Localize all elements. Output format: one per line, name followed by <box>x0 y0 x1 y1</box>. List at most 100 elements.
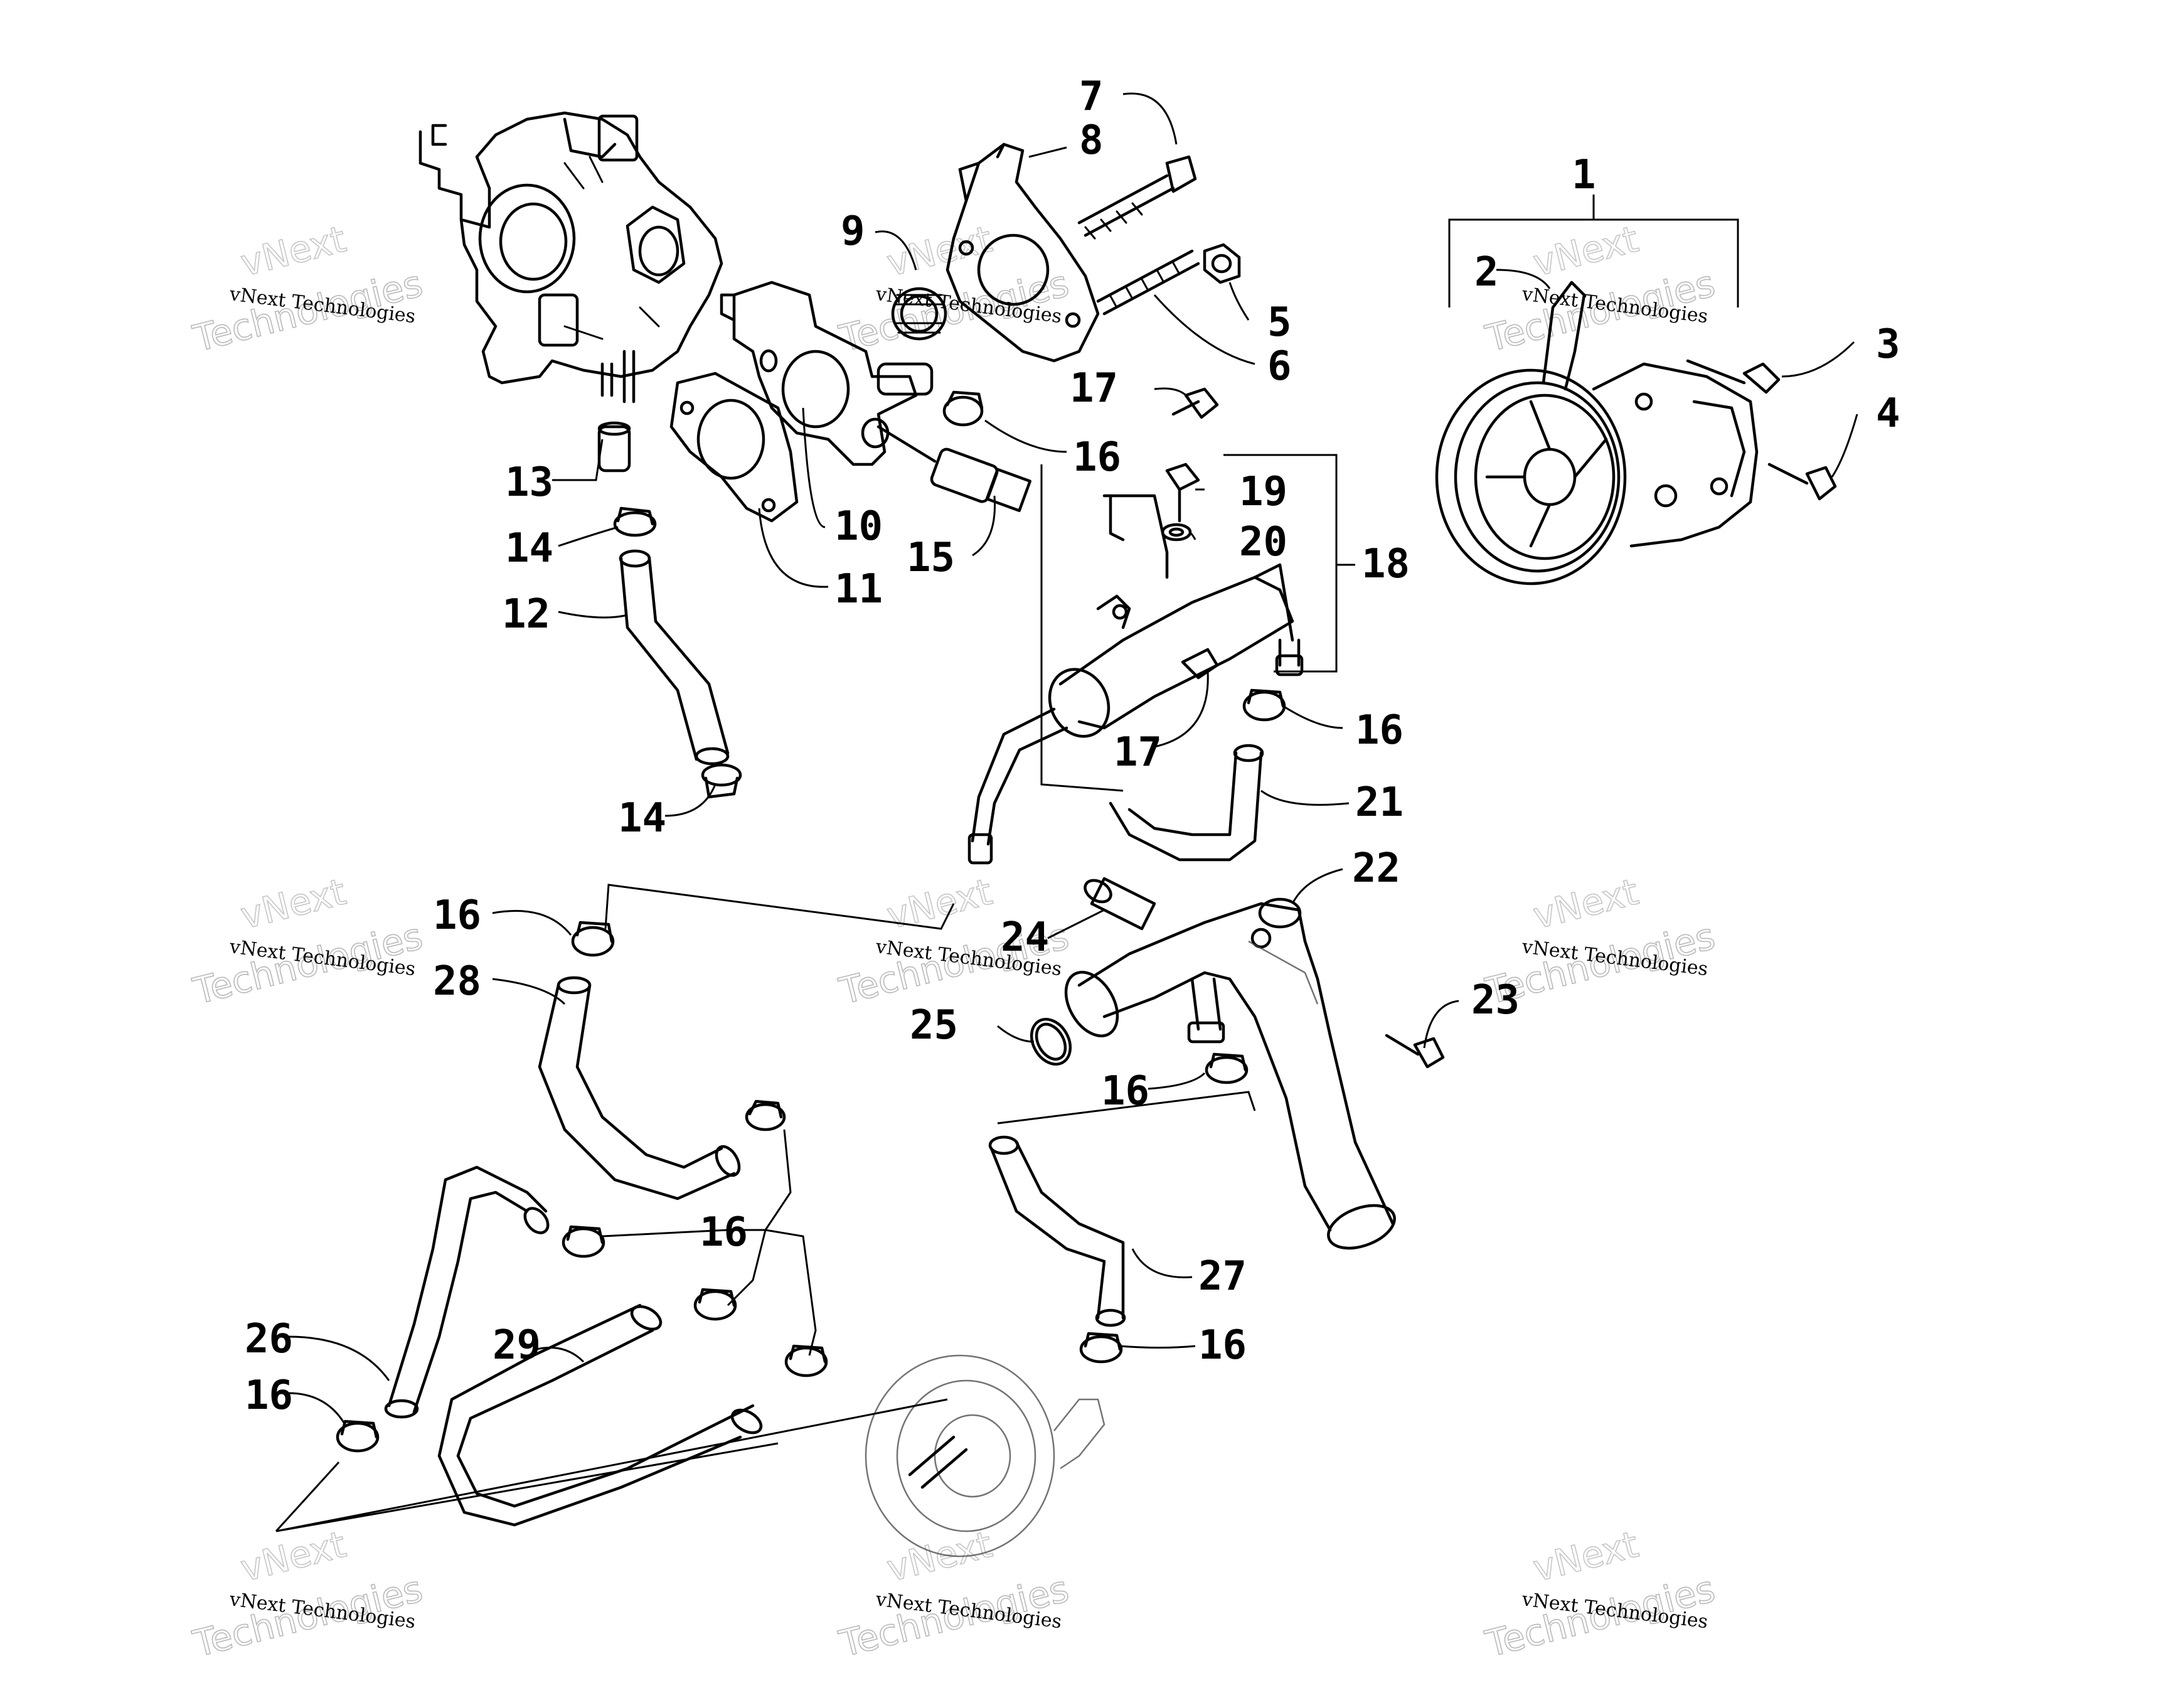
throttle-body <box>418 111 723 404</box>
callout-27: 27 <box>1198 1253 1247 1300</box>
part-25-o-ring <box>1030 1017 1072 1066</box>
bracket-1 <box>1448 195 1739 307</box>
callout-10: 10 <box>834 503 883 550</box>
svg-text:vNext: vNext <box>237 1523 350 1590</box>
part-16-clamp <box>1079 1332 1123 1364</box>
part-2-gasket <box>1542 281 1586 391</box>
callout-5: 5 <box>1267 299 1292 346</box>
watermark: vNext Technologies vNext Technologies <box>834 1522 1073 1666</box>
callout-9: 9 <box>841 208 865 255</box>
callout-16: 16 <box>245 1372 293 1419</box>
callout-16: 16 <box>1355 707 1404 754</box>
callout-28: 28 <box>433 958 481 1005</box>
callout-26: 26 <box>245 1316 293 1362</box>
callout-16: 16 <box>1198 1322 1247 1369</box>
part-18-pipe-assembly <box>967 494 1304 865</box>
part-24-sleeve <box>1084 877 1156 931</box>
part-20-washer <box>1161 523 1192 542</box>
leader-line <box>997 1091 1256 1125</box>
part-27-hose <box>988 1135 1126 1327</box>
watermark-layer: vNext Technologies vNext Technologies vN… <box>188 217 1720 1666</box>
callout-18: 18 <box>1361 541 1410 587</box>
callout-20: 20 <box>1239 519 1287 565</box>
watermark: vNext Technologies vNext Technologies <box>1481 217 1720 361</box>
part-16-clamp <box>942 390 984 427</box>
callout-16: 16 <box>700 1209 748 1256</box>
part-5-nut <box>1203 243 1241 284</box>
callout-16: 16 <box>1101 1068 1149 1115</box>
part-4-bolt <box>1767 463 1837 501</box>
callout-2: 2 <box>1474 249 1499 296</box>
watermark: vNext Technologies vNext Technologies <box>188 217 427 361</box>
part-14-clamp <box>701 763 742 799</box>
svg-text:vNext: vNext <box>237 218 350 285</box>
callout-17: 17 <box>1114 729 1162 776</box>
svg-text:vNext: vNext <box>237 870 350 938</box>
part-7-bolt <box>1077 155 1197 240</box>
part-16-clamp <box>571 921 615 957</box>
callout-leaders <box>288 92 1858 1425</box>
callout-29: 29 <box>493 1322 541 1369</box>
part-21-hose <box>1109 744 1264 862</box>
callout-14: 14 <box>618 795 666 842</box>
part-8-outlet-cover <box>946 142 1100 363</box>
callout-labels: 1 2 3 4 5 6 7 8 9 10 11 12 13 14 14 15 1… <box>245 73 1900 1419</box>
part-12-hose <box>619 549 730 766</box>
svg-text:vNext: vNext <box>1529 218 1643 285</box>
part-16-clamp <box>745 1099 786 1131</box>
bracket-18 <box>1040 454 1355 792</box>
svg-text:vNext: vNext <box>883 870 996 938</box>
part-11-gasket <box>669 372 799 523</box>
callout-8: 8 <box>1079 117 1104 164</box>
part-10-thermostat-housing <box>720 281 934 466</box>
callout-11: 11 <box>834 566 883 612</box>
callout-1: 1 <box>1572 152 1596 198</box>
callout-13: 13 <box>505 459 553 506</box>
part-13-sleeve <box>597 421 631 473</box>
callout-16: 16 <box>433 892 481 939</box>
callout-3: 3 <box>1876 321 1900 368</box>
part-19-bolt <box>1165 463 1200 523</box>
oil-cooler-reference <box>865 1354 1105 1558</box>
part-16-clamp <box>784 1344 828 1377</box>
part-3-bolt <box>1686 359 1781 394</box>
callout-16: 16 <box>1073 434 1121 481</box>
watermark: vNext Technologies vNext Technologies <box>1481 1522 1720 1666</box>
callout-22: 22 <box>1352 845 1400 892</box>
part-15-sensor <box>876 425 1031 513</box>
part-16-clamp <box>336 1420 380 1453</box>
part-16-clamp <box>1205 1052 1249 1084</box>
callout-15: 15 <box>907 535 955 581</box>
callout-6: 6 <box>1267 343 1292 390</box>
part-29-hose <box>437 1303 763 1527</box>
svg-text:vNext: vNext <box>1529 1523 1643 1590</box>
part-14-clamp <box>613 506 657 537</box>
svg-text:vNext: vNext <box>1529 870 1643 938</box>
callout-23: 23 <box>1471 977 1520 1024</box>
part-16-clamp <box>562 1225 605 1258</box>
callout-17: 17 <box>1070 365 1118 412</box>
callout-4: 4 <box>1876 390 1900 437</box>
callout-24: 24 <box>1001 914 1049 961</box>
callout-14: 14 <box>505 525 553 572</box>
callout-19: 19 <box>1239 469 1287 515</box>
part-26-hose <box>384 1165 550 1419</box>
part-17-bolt <box>1171 387 1219 680</box>
callout-12: 12 <box>502 591 550 638</box>
part-16-clamp <box>1242 688 1286 722</box>
part-6-stud <box>1096 249 1200 316</box>
watermark: vNext Technologies vNext Technologies <box>188 1522 427 1666</box>
part-28-hose <box>538 976 741 1200</box>
part-9-thermostat <box>891 287 947 341</box>
part-16-clamp <box>693 1288 737 1321</box>
callout-7: 7 <box>1079 73 1104 120</box>
part-23-bolt <box>1385 1034 1445 1069</box>
leader-line <box>602 1129 817 1356</box>
part-1-water-pump <box>1435 362 1759 585</box>
callout-25: 25 <box>910 1002 958 1049</box>
leader-line <box>604 884 955 930</box>
watermark: vNext Technologies vNext Technologies <box>188 870 427 1013</box>
leader-line <box>275 1398 948 1532</box>
callout-21: 21 <box>1355 779 1404 826</box>
